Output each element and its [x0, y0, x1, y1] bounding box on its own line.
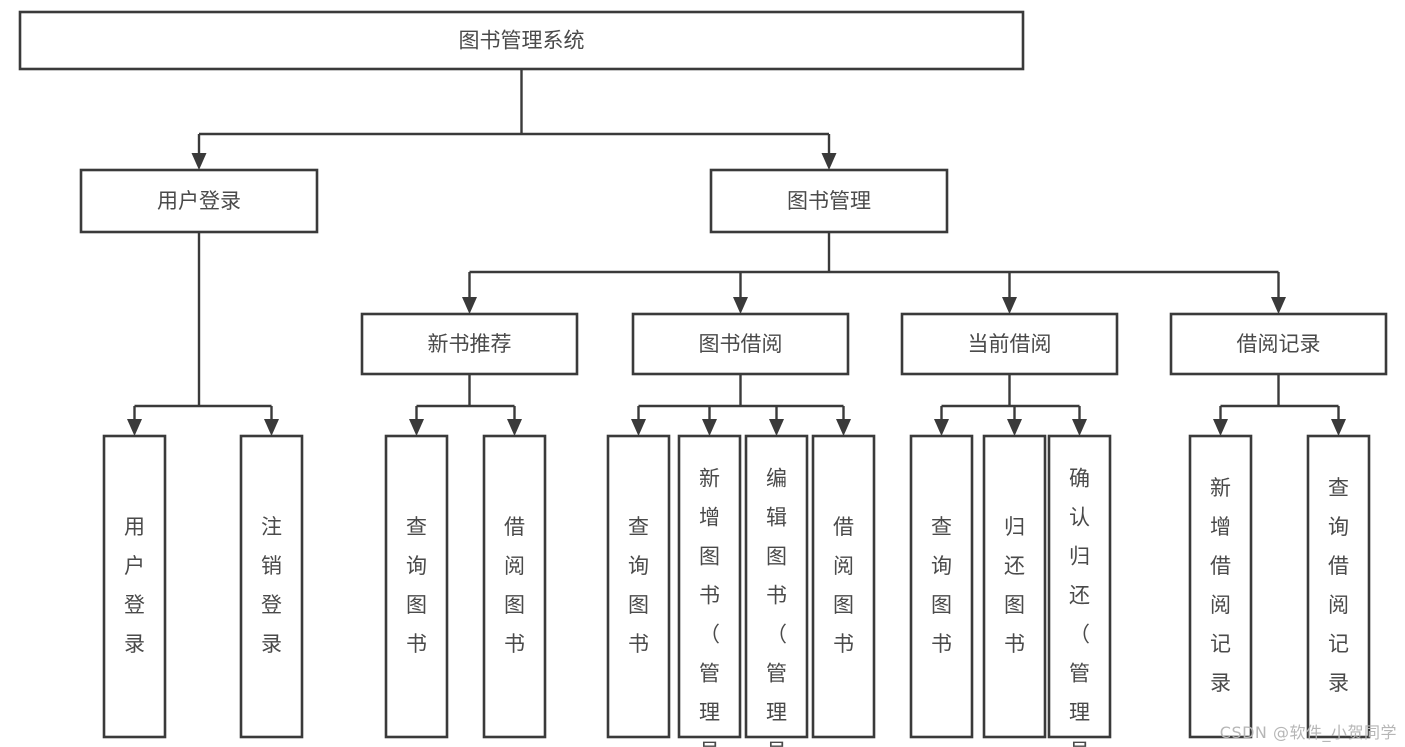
node-label-leaf-confirm-return: 确认归还（管理员） — [1069, 467, 1090, 747]
node-label-leaf-add-book: 新增图书（管理员） — [699, 467, 720, 747]
node-label-current-borrow: 当前借阅 — [968, 332, 1052, 356]
node-label-leaf-add-borrow-record: 新增借阅记录 — [1210, 476, 1231, 695]
arrow-head-new-book-recommend — [462, 297, 477, 314]
node-label-leaf-return-book: 归还图书 — [1004, 515, 1025, 656]
node-book-borrow[interactable]: 图书借阅 — [631, 312, 850, 376]
nodes-layer: 图书管理系统用户登录图书管理新书推荐图书借阅当前借阅借阅记录用户登录注销登录查询… — [18, 10, 1388, 747]
node-book-manage[interactable]: 图书管理 — [709, 168, 949, 234]
arrow-head-leaf-query-book-current — [934, 419, 949, 436]
node-leaf-query-book-current[interactable]: 查询图书 — [909, 434, 974, 739]
node-leaf-user-login[interactable]: 用户登录 — [102, 434, 167, 739]
arrow-head-borrow-record — [1271, 297, 1286, 314]
node-current-borrow[interactable]: 当前借阅 — [900, 312, 1119, 376]
node-leaf-logout[interactable]: 注销登录 — [239, 434, 304, 739]
arrow-head-leaf-query-book-borrow — [631, 419, 646, 436]
node-leaf-return-book[interactable]: 归还图书 — [982, 434, 1047, 739]
arrow-head-leaf-confirm-return — [1072, 419, 1087, 436]
connector-conn-current-borrow — [934, 374, 1087, 436]
node-box-leaf-add-book — [677, 434, 742, 739]
node-box-current-borrow — [900, 312, 1119, 376]
node-label-leaf-edit-book: 编辑图书（管理员） — [766, 467, 787, 747]
connector-conn-root — [191, 69, 837, 170]
connector-conn-user-login — [127, 232, 279, 436]
node-label-book-manage: 图书管理 — [787, 189, 871, 213]
node-label-leaf-user-login: 用户登录 — [124, 515, 145, 656]
arrow-head-leaf-edit-book — [769, 419, 784, 436]
node-box-borrow-record — [1169, 312, 1388, 376]
node-box-leaf-user-login — [102, 434, 167, 739]
arrow-head-user-login — [191, 153, 207, 170]
node-label-leaf-query-book-current: 查询图书 — [931, 515, 952, 656]
node-leaf-borrow-book[interactable]: 借阅图书 — [811, 434, 876, 739]
arrow-head-leaf-return-book — [1007, 419, 1022, 436]
arrow-head-book-manage — [821, 153, 837, 170]
node-box-leaf-confirm-return — [1047, 434, 1112, 739]
csdn-watermark: CSDN @软件_小贺同学 — [1219, 723, 1397, 742]
node-box-book-borrow — [631, 312, 850, 376]
node-box-book-manage — [709, 168, 949, 234]
node-leaf-confirm-return[interactable]: 确认归还（管理员） — [1047, 434, 1112, 747]
node-label-leaf-logout: 注销登录 — [261, 515, 282, 656]
node-label-leaf-borrow-book-recommend: 借阅图书 — [504, 515, 525, 656]
node-box-new-book-recommend — [360, 312, 579, 376]
node-label-leaf-borrow-book: 借阅图书 — [833, 515, 854, 656]
arrow-head-current-borrow — [1002, 297, 1017, 314]
connector-conn-borrow-record — [1213, 374, 1346, 436]
node-label-new-book-recommend: 新书推荐 — [428, 332, 512, 356]
node-label-book-borrow: 图书借阅 — [699, 332, 783, 356]
node-user-login[interactable]: 用户登录 — [79, 168, 319, 234]
node-box-leaf-edit-book — [744, 434, 809, 739]
node-borrow-record[interactable]: 借阅记录 — [1169, 312, 1388, 376]
node-box-user-login — [79, 168, 319, 234]
node-label-leaf-query-book-borrow: 查询图书 — [628, 515, 649, 656]
node-label-leaf-query-borrow-record: 查询借阅记录 — [1328, 476, 1349, 695]
node-leaf-add-borrow-record[interactable]: 新增借阅记录 — [1188, 434, 1253, 739]
arrow-head-leaf-borrow-book — [836, 419, 851, 436]
node-label-borrow-record: 借阅记录 — [1237, 332, 1321, 356]
arrow-head-leaf-add-borrow-record — [1213, 419, 1228, 436]
arrow-head-leaf-query-book-recommend — [409, 419, 424, 436]
node-leaf-query-borrow-record[interactable]: 查询借阅记录 — [1306, 434, 1371, 739]
node-box-leaf-return-book — [982, 434, 1047, 739]
connector-conn-new-book-recommend — [409, 374, 522, 436]
node-new-book-recommend[interactable]: 新书推荐 — [360, 312, 579, 376]
node-box-leaf-logout — [239, 434, 304, 739]
node-leaf-borrow-book-recommend[interactable]: 借阅图书 — [482, 434, 547, 739]
node-box-leaf-query-book-recommend — [384, 434, 449, 739]
node-label-root: 图书管理系统 — [459, 29, 585, 53]
node-label-user-login: 用户登录 — [157, 189, 241, 213]
node-box-leaf-borrow-book-recommend — [482, 434, 547, 739]
arrow-head-leaf-user-login — [127, 419, 142, 436]
node-box-leaf-borrow-book — [811, 434, 876, 739]
arrow-head-leaf-add-book — [702, 419, 717, 436]
arrow-head-leaf-logout — [264, 419, 279, 436]
node-label-leaf-query-book-recommend: 查询图书 — [406, 515, 427, 656]
connectors-layer — [127, 69, 1346, 436]
node-box-leaf-query-borrow-record — [1306, 434, 1371, 739]
node-root[interactable]: 图书管理系统 — [18, 10, 1025, 71]
node-leaf-edit-book[interactable]: 编辑图书（管理员） — [744, 434, 809, 747]
node-box-leaf-query-book-current — [909, 434, 974, 739]
node-leaf-query-book-borrow[interactable]: 查询图书 — [606, 434, 671, 739]
arrow-head-book-borrow — [733, 297, 748, 314]
node-leaf-query-book-recommend[interactable]: 查询图书 — [384, 434, 449, 739]
node-leaf-add-book[interactable]: 新增图书（管理员） — [677, 434, 742, 747]
connector-conn-book-borrow — [631, 374, 851, 436]
arrow-head-leaf-borrow-book-recommend — [507, 419, 522, 436]
node-box-leaf-add-borrow-record — [1188, 434, 1253, 739]
node-box-leaf-query-book-borrow — [606, 434, 671, 739]
node-box-root — [18, 10, 1025, 71]
connector-conn-book-manage — [462, 232, 1286, 314]
arrow-head-leaf-query-borrow-record — [1331, 419, 1346, 436]
